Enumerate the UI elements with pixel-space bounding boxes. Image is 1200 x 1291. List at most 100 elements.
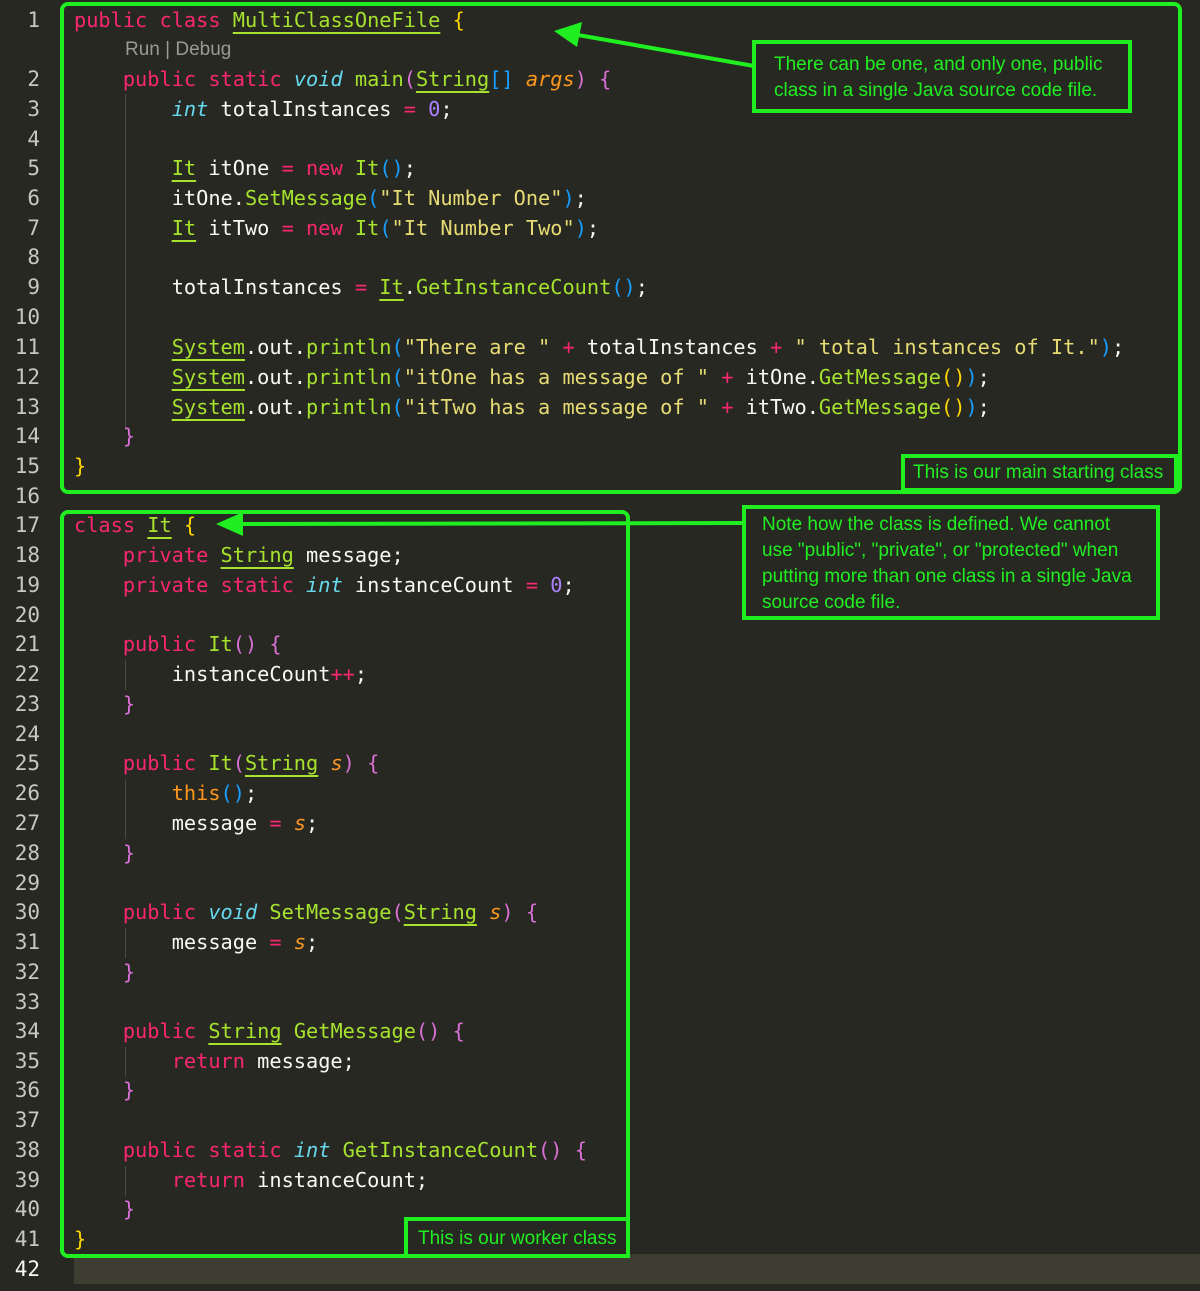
indent-guide [125,1166,126,1196]
code-line-21[interactable]: public It() { [122,632,282,656]
code-line-13[interactable]: System.out.println("itTwo has a message … [171,395,990,419]
main-class-label-text: This is our main starting class [913,462,1164,483]
current-line-highlight [74,1254,1200,1284]
public-class-note: There can be one, and only one, public c… [752,40,1132,113]
line-number: 33 [14,990,40,1014]
line-number: 9 [27,275,40,299]
code-line-17[interactable]: class It { [74,513,197,537]
line-number: 17 [14,513,40,537]
line-number: 28 [14,841,40,865]
line-number: 42 [14,1257,40,1281]
arrow-line-class-definition [239,521,745,526]
line-number: 5 [27,156,40,180]
indent-guide [125,660,126,690]
line-number: 34 [14,1019,40,1043]
class-definition-note-text: Note how the class is defined. We cannot… [762,514,1132,613]
code-line-22[interactable]: instanceCount++; [171,662,368,686]
line-number: 4 [27,127,40,151]
code-line-11[interactable]: System.out.println("There are " + totalI… [171,335,1125,359]
class-definition-note: Note how the class is defined. We cannot… [742,505,1160,620]
line-number: 36 [14,1078,40,1102]
line-number: 11 [14,335,40,359]
line-number: 37 [14,1108,40,1132]
code-line-5[interactable]: It itOne = new It(); [171,156,416,180]
codelens: Run | Debug [125,37,231,63]
code-line-6[interactable]: itOne.SetMessage("It Number One"); [171,186,587,210]
code-line-41[interactable]: } [74,1227,87,1251]
line-number: 13 [14,395,40,419]
main-class-highlight-box [60,2,1182,494]
arrow-head-class-definition [216,512,243,536]
code-line-15[interactable]: } [74,454,87,478]
code-line-25[interactable]: public It(String s) { [122,751,380,775]
line-number: 6 [27,186,40,210]
codelens-separator: | [159,39,176,60]
run-codelens-link[interactable]: Run [125,39,160,60]
line-number: 18 [14,543,40,567]
worker-class-label: This is our worker class [404,1217,630,1258]
line-number: 21 [14,632,40,656]
line-number: 38 [14,1138,40,1162]
code-line-9[interactable]: totalInstances = It.GetInstanceCount(); [171,275,648,299]
code-line-19[interactable]: private static int instanceCount = 0; [122,573,575,597]
line-number: 29 [14,871,40,895]
line-number: 39 [14,1168,40,1192]
code-line-36[interactable]: } [122,1078,136,1102]
worker-class-label-text: This is our worker class [418,1228,617,1249]
indent-guide [125,928,126,958]
code-line-34[interactable]: public String GetMessage() { [122,1019,465,1043]
line-number: 15 [14,454,40,478]
line-number: 16 [14,484,40,508]
line-number: 10 [14,305,40,329]
line-number: 20 [14,603,40,627]
code-line-7[interactable]: It itTwo = new It("It Number Two"); [171,216,600,240]
line-number: 35 [14,1049,40,1073]
code-line-39[interactable]: return instanceCount; [171,1168,429,1192]
line-number: 14 [14,424,40,448]
code-line-28[interactable]: } [122,841,136,865]
code-line-40[interactable]: } [122,1197,136,1221]
code-line-32[interactable]: } [122,960,136,984]
line-number: 31 [14,930,40,954]
code-line-31[interactable]: message = s; [171,930,319,954]
debug-codelens-link[interactable]: Debug [175,39,232,60]
code-line-35[interactable]: return message; [171,1049,355,1073]
worker-class-highlight-box [60,510,630,1258]
line-number: 41 [14,1227,40,1251]
line-number: 1 [27,8,40,32]
code-line-23[interactable]: } [122,692,136,716]
code-line-14[interactable]: } [122,424,136,448]
line-number: 22 [14,662,40,686]
line-number: 3 [27,97,40,121]
code-line-27[interactable]: message = s; [171,811,319,835]
code-line-12[interactable]: System.out.println("itOne has a message … [171,365,990,389]
indent-guide [125,1047,126,1077]
arrow-line-public-class [577,33,755,68]
line-number: 24 [14,722,40,746]
line-number: 40 [14,1197,40,1221]
code-line-3[interactable]: int totalInstances = 0; [171,97,453,121]
arrow-head-public-class [554,22,582,47]
code-line-2[interactable]: public static void main(String[] args) { [122,67,612,91]
code-line-26[interactable]: this(); [171,781,258,805]
indent-guide [125,94,126,430]
line-number: 12 [14,365,40,389]
line-number: 32 [14,960,40,984]
line-number: 23 [14,692,40,716]
code-line-38[interactable]: public static int GetInstanceCount() { [122,1138,587,1162]
indent-guide [125,779,126,839]
line-number: 27 [14,811,40,835]
public-class-note-text: There can be one, and only one, public c… [774,54,1103,101]
code-line-18[interactable]: private String message; [122,543,404,567]
line-number: 8 [27,245,40,269]
line-number: 7 [27,216,40,240]
line-number: 30 [14,900,40,924]
line-number: 26 [14,781,40,805]
code-line-30[interactable]: public void SetMessage(String s) { [122,900,539,924]
line-number: 19 [14,573,40,597]
line-number: 2 [27,67,40,91]
line-number: 25 [14,751,40,775]
code-line-1[interactable]: public class MultiClassOneFile { [74,8,465,32]
